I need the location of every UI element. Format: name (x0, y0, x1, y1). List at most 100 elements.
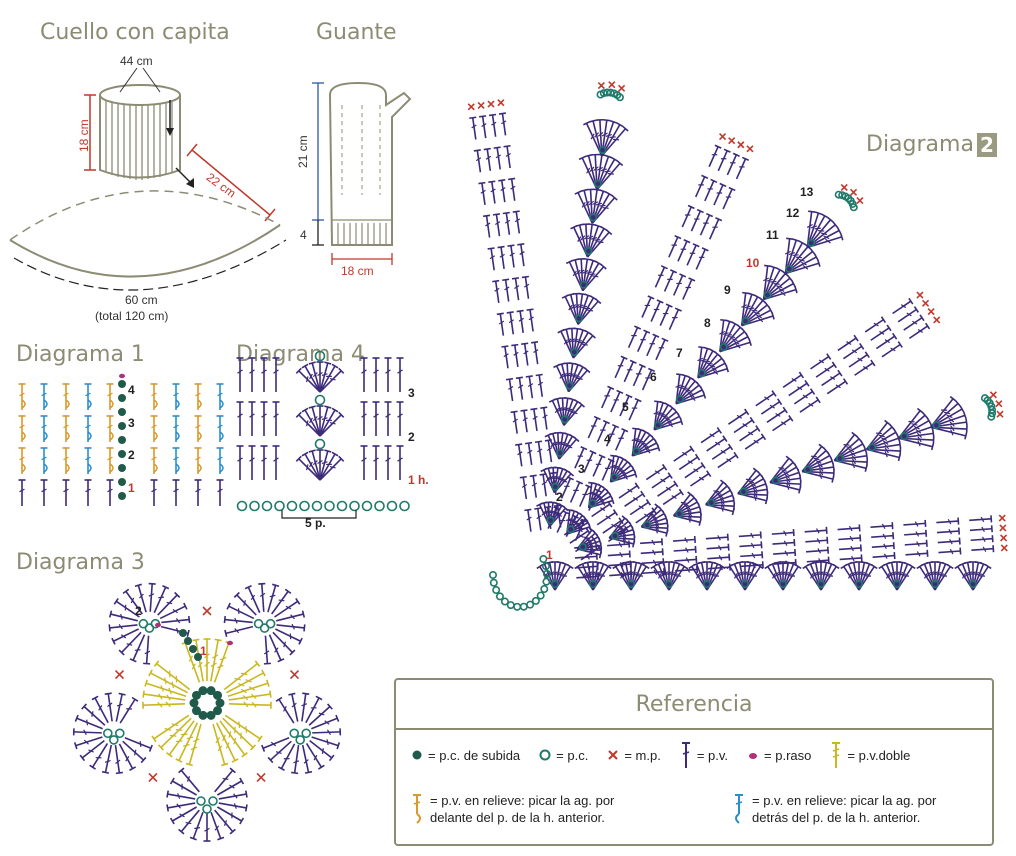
relieve-hook (219, 399, 224, 409)
pv-bar (310, 707, 317, 709)
pv-bar (559, 373, 564, 379)
pv-stem (875, 335, 896, 350)
pv-stitch (258, 582, 266, 612)
pv-bar (559, 478, 565, 481)
pv-bar (587, 309, 594, 312)
pv-bar (385, 369, 391, 374)
pv-bar (577, 304, 584, 308)
mp-cross (597, 81, 605, 90)
pv-bar (214, 825, 220, 831)
pv-top (611, 194, 618, 201)
pv-bar (707, 188, 713, 190)
pv-bar (491, 121, 497, 126)
pv-stitch (793, 388, 816, 405)
pv-bar (594, 132, 599, 138)
pv-top (326, 703, 333, 710)
pv-top (192, 638, 200, 642)
pv-bar (717, 545, 722, 551)
pv-stem (799, 399, 819, 413)
pv-stitch (762, 265, 778, 300)
pv-stem (486, 148, 492, 171)
pv-stitch (569, 480, 584, 503)
pv-bar (83, 739, 89, 745)
pv-bar (751, 552, 756, 559)
pv-top (578, 155, 586, 161)
pv-bar (770, 280, 777, 283)
pv-stem (653, 407, 674, 431)
pv-stitch (739, 541, 763, 549)
pv-bar (701, 571, 707, 576)
pv-stem (601, 121, 615, 157)
pv-bar (783, 471, 789, 476)
pv-stem (834, 448, 866, 462)
pv-top (634, 397, 642, 403)
pv-top (916, 407, 924, 414)
pv-stem (806, 559, 829, 563)
pv-bar (686, 391, 693, 395)
pc-ring (987, 412, 996, 421)
pv-stem (930, 426, 967, 430)
d3-row-2: 2 (135, 604, 142, 618)
pv-top (616, 389, 624, 395)
pv-bar (233, 737, 237, 745)
pv-stitch (108, 610, 138, 622)
pv-stitch (524, 508, 532, 532)
mp-b (256, 772, 266, 782)
legend-label-pv: = p.v. (696, 747, 729, 763)
pv-stem (657, 483, 677, 497)
pv-stem (271, 590, 289, 615)
pv-top (574, 190, 582, 195)
pv-bar (104, 760, 111, 763)
pv-bar (592, 275, 599, 278)
pv-bar (63, 392, 69, 397)
pv-relieve-back-icon (735, 794, 743, 824)
pv-stem (737, 478, 764, 495)
pv-stitch (291, 745, 300, 775)
relieve-hook (175, 399, 180, 409)
pv-bar2 (171, 723, 179, 727)
pv-stitch (782, 371, 805, 388)
pv-stem (150, 672, 188, 694)
pv-top (487, 247, 495, 250)
pv-top (814, 211, 822, 215)
pv-stitch (295, 455, 321, 481)
mp-b (999, 524, 1007, 532)
pv-stitch (501, 345, 509, 369)
pv-bar (851, 458, 857, 465)
pv-stitch (866, 447, 902, 455)
pv-stitch (741, 301, 771, 327)
pv-stitch (531, 341, 539, 365)
pv-stem (592, 120, 603, 157)
pv-stem (536, 508, 542, 531)
pv-bar (602, 207, 609, 209)
pv-bar (862, 365, 869, 370)
pv-stem (210, 812, 222, 839)
pv-bar (554, 513, 560, 515)
diagrama2-number: 2 (976, 132, 997, 157)
pv-stem (556, 398, 565, 426)
pv-stitch (769, 459, 797, 484)
pv-stitch (769, 474, 802, 484)
pc-ring (807, 238, 816, 247)
pv-bar (786, 483, 790, 490)
pv-bar (665, 486, 672, 491)
pv-top (157, 744, 164, 751)
pc-ring (707, 498, 716, 507)
pv-stitch (615, 428, 629, 451)
pv-stem (228, 693, 271, 701)
pv-bar (668, 422, 674, 428)
pv-stitch (210, 638, 222, 682)
mp-b (995, 400, 1003, 408)
pv-top (521, 275, 529, 279)
pv-bar (675, 384, 682, 388)
pv-stem (898, 426, 932, 439)
pv-stem (589, 189, 594, 224)
pv-stem (115, 693, 123, 722)
pv-stem (210, 639, 219, 682)
pv-top (269, 690, 272, 698)
pv-top (189, 836, 197, 841)
pv-top (515, 376, 523, 380)
pv-bar (631, 572, 638, 575)
pv-top (115, 771, 123, 775)
pv-bar (810, 455, 817, 458)
